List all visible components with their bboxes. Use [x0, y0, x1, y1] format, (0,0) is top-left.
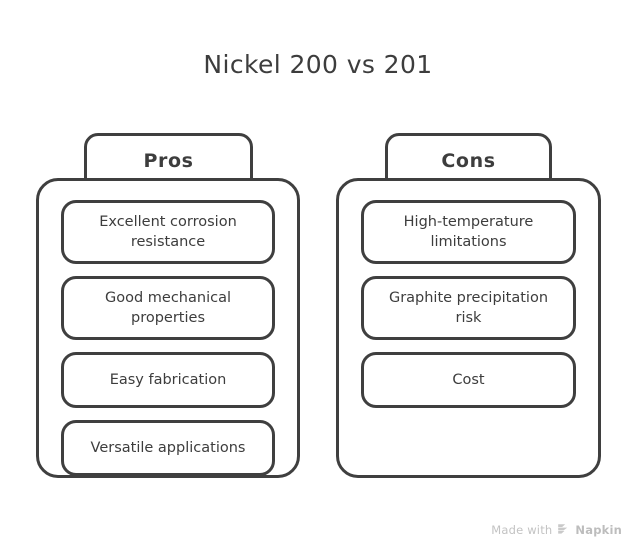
item-list-pros: Excellent corrosion resistance Good mech… [61, 200, 275, 476]
watermark-brand: Napkin [575, 523, 622, 537]
list-item[interactable]: Graphite precipitation risk [361, 276, 576, 340]
body-card-cons: High-temperature limitations Graphite pr… [336, 178, 601, 478]
tab-header-pros-label: Pros [143, 150, 194, 172]
list-item-label: Graphite precipitation risk [388, 290, 549, 326]
page-title: Nickel 200 vs 201 [203, 50, 433, 79]
list-item[interactable]: Easy fabrication [61, 352, 275, 408]
list-item-label: Versatile applications [90, 440, 246, 456]
list-item-label: Easy fabrication [109, 372, 227, 388]
watermark-prefix: Made with [491, 523, 553, 537]
tab-header-cons-label: Cons [441, 150, 496, 172]
napkin-watermark: Made with Napkin [491, 522, 622, 538]
item-list-cons: High-temperature limitations Graphite pr… [361, 200, 576, 408]
list-item-label: Good mechanical properties [105, 290, 231, 326]
list-item[interactable]: Cost [361, 352, 576, 408]
list-item[interactable]: Good mechanical properties [61, 276, 275, 340]
list-item-label: Cost [452, 372, 485, 388]
list-item-label: High-temperature limitations [403, 214, 534, 250]
list-item[interactable]: Excellent corrosion resistance [61, 200, 275, 264]
list-item-label: Excellent corrosion resistance [99, 214, 237, 250]
napkin-chevron-logo-icon [557, 522, 570, 538]
body-card-pros: Excellent corrosion resistance Good mech… [36, 178, 300, 478]
list-item[interactable]: Versatile applications [61, 420, 275, 476]
list-item[interactable]: High-temperature limitations [361, 200, 576, 264]
